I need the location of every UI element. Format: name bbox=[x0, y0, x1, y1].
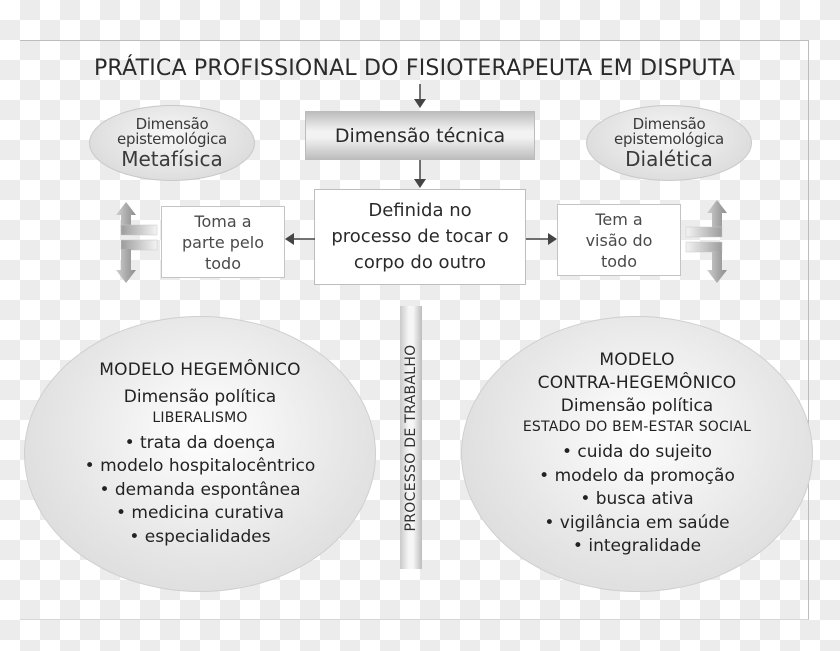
definition-line: corpo do outro bbox=[353, 252, 487, 273]
view-line: visão do bbox=[585, 230, 653, 250]
ideology-label: LIBERALISMO bbox=[152, 409, 248, 426]
model-heading: MODELO HEGEMÔNICO bbox=[99, 359, 301, 380]
view-line: Tem a bbox=[595, 209, 643, 229]
list-item: demanda espontânea bbox=[85, 479, 316, 503]
epistemology-value: Dialética bbox=[625, 147, 713, 171]
epistemology-label: Dimensão bbox=[135, 115, 209, 133]
view-line: parte pelo bbox=[182, 232, 264, 252]
arrow-left-icon bbox=[285, 233, 315, 245]
model-characteristics-list: cuida do sujeito modelo da promoção busc… bbox=[539, 441, 735, 559]
view-line: todo bbox=[204, 253, 241, 273]
arrow-right-icon bbox=[526, 233, 557, 245]
counter-hegemonic-model-ellipse: MODELO CONTRA-HEGEMÔNICO Dimensão políti… bbox=[461, 316, 813, 592]
political-dimension-label: Dimensão política bbox=[560, 396, 714, 417]
arrow-down-icon bbox=[414, 160, 426, 188]
list-item: modelo hospitalocêntrico bbox=[85, 455, 315, 479]
work-process-label: PROCESSO DE TRABALHO bbox=[403, 344, 419, 531]
epistemology-label: epistemológica bbox=[614, 130, 724, 148]
list-item: trata da doença bbox=[85, 432, 316, 456]
technical-dimension-box: Dimensão técnica bbox=[305, 111, 535, 160]
epistemology-dialectic-ellipse: Dimensão epistemológica Dialética bbox=[586, 105, 752, 181]
model-characteristics-list: trata da doença modelo hospitalocêntrico… bbox=[85, 432, 316, 550]
list-item: especialidades bbox=[85, 526, 316, 550]
political-dimension-label: Dimensão política bbox=[123, 386, 277, 407]
model-heading: CONTRA-HEGEMÔNICO bbox=[537, 373, 737, 394]
list-item: vigilância em saúde bbox=[539, 512, 735, 536]
work-process-bar: PROCESSO DE TRABALHO bbox=[400, 306, 422, 569]
bidirectional-arrow-icon bbox=[685, 200, 727, 283]
whole-view-box: Tem a visão do todo bbox=[557, 204, 681, 276]
epistemology-label: epistemológica bbox=[117, 130, 227, 148]
epistemology-label: Dimensão bbox=[632, 115, 706, 133]
bidirectional-arrow-icon bbox=[116, 202, 158, 283]
list-item: cuida do sujeito bbox=[539, 441, 735, 465]
hegemonic-model-ellipse: MODELO HEGEMÔNICO Dimensão política LIBE… bbox=[24, 316, 376, 592]
technical-dimension-label: Dimensão técnica bbox=[334, 124, 506, 147]
definition-box: Definida no processo de tocar o corpo do… bbox=[314, 189, 526, 285]
list-item: modelo da promoção bbox=[539, 465, 735, 489]
epistemology-value: Metafísica bbox=[121, 147, 223, 171]
list-item: busca ativa bbox=[539, 488, 735, 512]
diagram-title: PRÁTICA PROFISSIONAL DO FISIOTERAPEUTA E… bbox=[93, 56, 736, 81]
model-heading: MODELO bbox=[599, 350, 675, 371]
view-line: todo bbox=[600, 251, 637, 271]
definition-line: Definida no bbox=[368, 200, 472, 221]
definition-line: processo de tocar o bbox=[331, 226, 509, 247]
list-item: integralidade bbox=[539, 535, 735, 559]
epistemology-metaphysics-ellipse: Dimensão epistemológica Metafísica bbox=[89, 105, 255, 181]
list-item: medicina curativa bbox=[85, 502, 316, 526]
arrow-down-icon bbox=[414, 84, 426, 108]
ideology-label: ESTADO DO BEM-ESTAR SOCIAL bbox=[522, 419, 752, 436]
diagram-frame bbox=[20, 40, 809, 620]
view-line: Toma a bbox=[194, 211, 252, 231]
part-for-whole-box: Toma a parte pelo todo bbox=[161, 206, 285, 278]
